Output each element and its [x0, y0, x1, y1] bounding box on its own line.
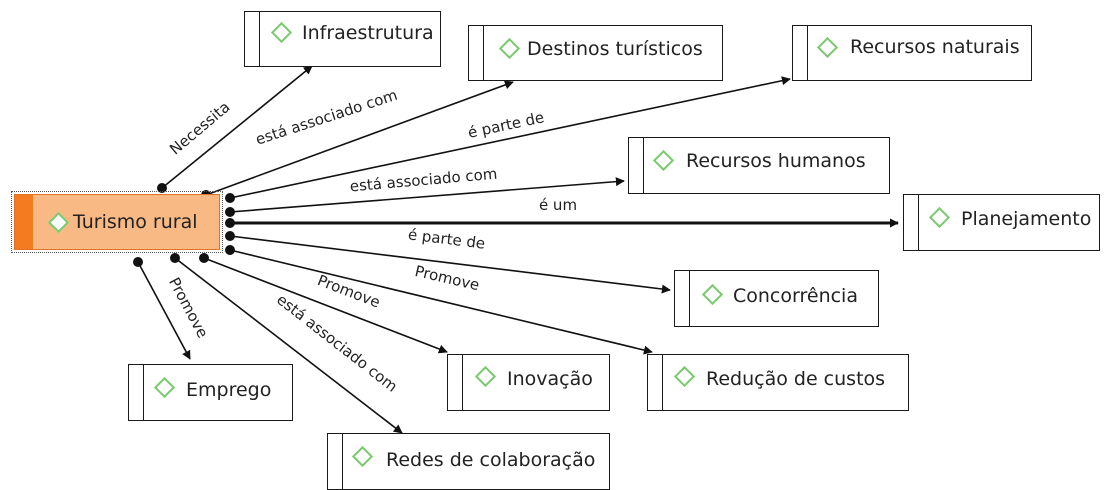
edge-anchor-emprego [133, 257, 143, 267]
diamond-icon [816, 36, 839, 59]
node-label: Destinos turísticos [527, 38, 703, 60]
edge-anchor-humanos [225, 207, 235, 217]
node-bar [643, 138, 644, 193]
diamond-icon [652, 149, 675, 172]
node-bar [483, 26, 484, 80]
edge-label-reducao: Promove [413, 262, 481, 294]
edge-line-infra [161, 65, 313, 189]
node-bar [918, 195, 919, 250]
node-recursos-humanos[interactable]: Recursos humanos [628, 137, 890, 194]
diamond-icon [351, 445, 374, 468]
node-label: Concorrência [733, 285, 858, 307]
node-label: Turismo rural [73, 211, 198, 233]
edge-line-destinos [205, 80, 514, 196]
edge-anchor-naturais [225, 193, 235, 203]
diamond-icon [673, 365, 696, 388]
node-label: Inovação [507, 368, 593, 390]
node-label: Recursos humanos [686, 150, 866, 172]
edge-label-concorrencia: é parte de [407, 225, 486, 252]
edge-line-inovacao [203, 257, 448, 354]
node-infraestrutura[interactable]: Infraestrutura [244, 11, 441, 67]
edge-anchor-inovacao [199, 253, 209, 263]
edge-anchor-reducao [225, 245, 235, 255]
node-inovacao[interactable]: Inovação [447, 354, 610, 411]
edge-label-humanos: está associado com [349, 165, 498, 196]
diamond-icon [270, 21, 293, 44]
edge-label-infra: Necessita [166, 98, 233, 159]
diamond-icon [47, 211, 70, 234]
edge-label-emprego: Promove [165, 274, 212, 340]
edge-anchor-redes [170, 253, 180, 263]
diamond-icon [474, 365, 497, 388]
edge-label-planejamento: é um [539, 196, 577, 214]
node-bar [342, 434, 343, 489]
node-label: Emprego [186, 379, 272, 401]
edge-line-humanos [229, 177, 625, 213]
node-bar [462, 355, 463, 410]
node-label: Redes de colaboração [386, 449, 596, 471]
node-bar [15, 195, 33, 249]
edge-line-naturais [229, 76, 791, 199]
node-bar [689, 271, 690, 326]
node-bar [259, 12, 260, 66]
node-turismo-rural[interactable]: Turismo rural [11, 191, 223, 253]
edge-line-emprego [137, 261, 191, 360]
diamond-icon [701, 283, 724, 306]
node-label: Recursos naturais [850, 36, 1020, 58]
edge-label-naturais: é parte de [466, 108, 546, 142]
node-redes-de-colaboracao[interactable]: Redes de colaboração [327, 433, 610, 490]
edge-anchor-concorrencia [225, 231, 235, 241]
diamond-icon [153, 376, 176, 399]
edge-anchor-planejamento [225, 218, 235, 228]
diamond-icon [928, 206, 951, 229]
node-emprego[interactable]: Emprego [128, 364, 293, 421]
node-bar [143, 365, 144, 420]
node-bar [662, 355, 663, 410]
node-destinos-turisticos[interactable]: Destinos turísticos [468, 25, 723, 81]
node-label: Redução de custos [706, 368, 886, 390]
node-bar [807, 26, 808, 80]
node-recursos-naturais[interactable]: Recursos naturais [792, 25, 1032, 81]
node-label: Infraestrutura [302, 22, 434, 44]
edge-line-redes [174, 257, 403, 434]
node-label: Planejamento [961, 208, 1092, 230]
node-reducao-de-custos[interactable]: Redução de custos [647, 354, 909, 411]
diamond-icon [498, 37, 521, 60]
edge-line-reducao [229, 249, 653, 355]
edge-line-concorrencia [229, 235, 671, 294]
edge-anchor-infra [157, 183, 167, 193]
node-concorrencia[interactable]: Concorrência [674, 270, 879, 327]
node-planejamento[interactable]: Planejamento [903, 194, 1100, 251]
